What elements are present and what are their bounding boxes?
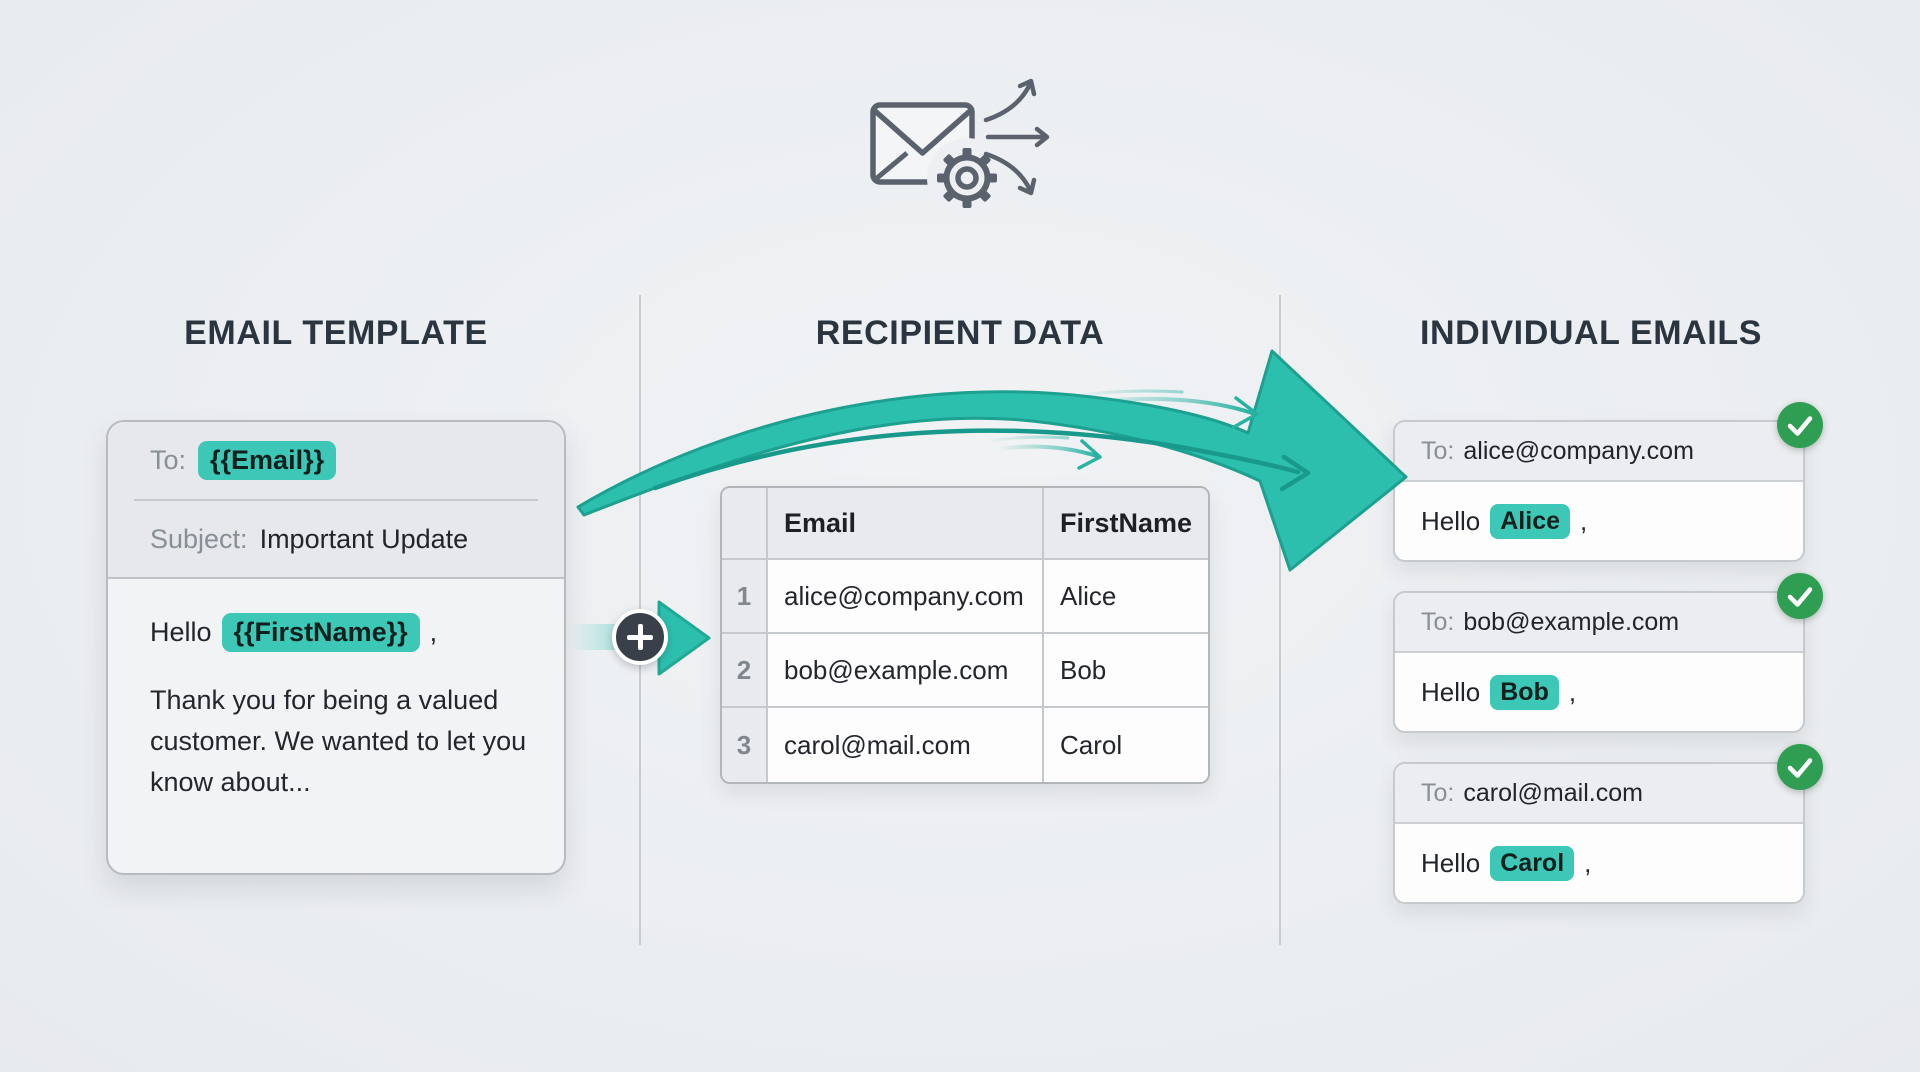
greeting-comma: , [1568,676,1577,707]
table-cell-email: carol@mail.com [768,708,1044,782]
to-label: To: [1421,778,1455,807]
speed-arrow-upper [1070,389,1259,429]
email-card-body: Hello Bob , [1395,653,1803,731]
column-title-recipient-data: RECIPIENT DATA [815,314,1105,352]
individual-email-card: To: bob@example.com Hello Bob , [1393,573,1823,733]
greeting-text: Hello [1421,676,1481,707]
to-label: To: [1421,607,1455,636]
column-header-email: Email [768,488,1044,560]
email-card-header: To: alice@company.com [1395,422,1803,482]
template-body-text: Thank you for being a valued customer. W… [150,685,527,797]
greeting-comma: , [429,617,438,647]
greeting-text: Hello [150,617,212,647]
to-label: To: [1421,436,1455,465]
checkmark-icon [1787,416,1813,436]
row-number: 2 [722,634,768,708]
mail-merge-icon [870,78,1050,218]
to-address: carol@mail.com [1463,778,1643,807]
plus-icon [612,609,668,665]
gear-icon [927,138,1007,218]
table-cell-email: bob@example.com [768,634,1044,708]
email-variable-chip: {{Email}} [198,441,337,480]
sent-check-badge [1777,402,1823,448]
greeting-text: Hello [1421,505,1481,536]
to-label: To: [150,445,187,475]
sent-check-badge [1777,573,1823,619]
recipient-data-table: Email FirstName 1 alice@company.com Alic… [720,486,1210,784]
table-cell-email: alice@company.com [768,560,1044,634]
greeting-comma: , [1580,505,1588,536]
fanout-arrows-icon [983,78,1050,196]
column-title-email-template: EMAIL TEMPLATE [184,314,488,352]
greeting-comma: , [1584,847,1592,878]
email-card-header: To: carol@mail.com [1395,764,1803,824]
table-cell-firstname: Carol [1044,708,1208,782]
email-card-body: Hello Carol , [1395,824,1803,902]
checkmark-icon [1787,587,1813,607]
email-template-card: To: {{Email}} Subject: Important Update … [106,420,566,875]
column-divider-right [1279,295,1281,945]
table-cell-firstname: Bob [1044,634,1208,708]
firstname-variable-chip: {{FirstName}} [221,613,420,652]
template-card-header: To: {{Email}} Subject: Important Update [108,422,564,579]
subject-value: Important Update [259,524,469,554]
merge-flow-inner-arrow [652,428,1311,492]
row-number: 3 [722,708,768,782]
to-address: alice@company.com [1463,436,1694,465]
column-title-individual-emails: INDIVIDUAL EMAILS [1419,314,1763,352]
email-card-body: Hello Alice , [1395,482,1803,560]
individual-email-card: To: alice@company.com Hello Alice , [1393,402,1823,562]
name-highlight-chip: Carol [1490,845,1575,881]
speed-arrow-lower [986,435,1102,470]
checkmark-icon [1787,758,1813,778]
name-highlight-chip: Alice [1490,503,1571,539]
individual-email-card: To: carol@mail.com Hello Carol , [1393,744,1823,904]
name-highlight-chip: Bob [1490,674,1559,710]
email-card-header: To: bob@example.com [1395,593,1803,653]
template-card-body: Hello {{FirstName}} , Thank you for bein… [108,579,564,803]
row-number-header [722,488,768,560]
column-header-firstname: FirstName [1044,488,1208,560]
row-number: 1 [722,560,768,634]
to-address: bob@example.com [1463,607,1680,636]
header-divider [134,499,538,501]
sent-check-badge [1777,744,1823,790]
greeting-text: Hello [1421,847,1481,878]
subject-label: Subject: [150,524,248,554]
table-cell-firstname: Alice [1044,560,1208,634]
